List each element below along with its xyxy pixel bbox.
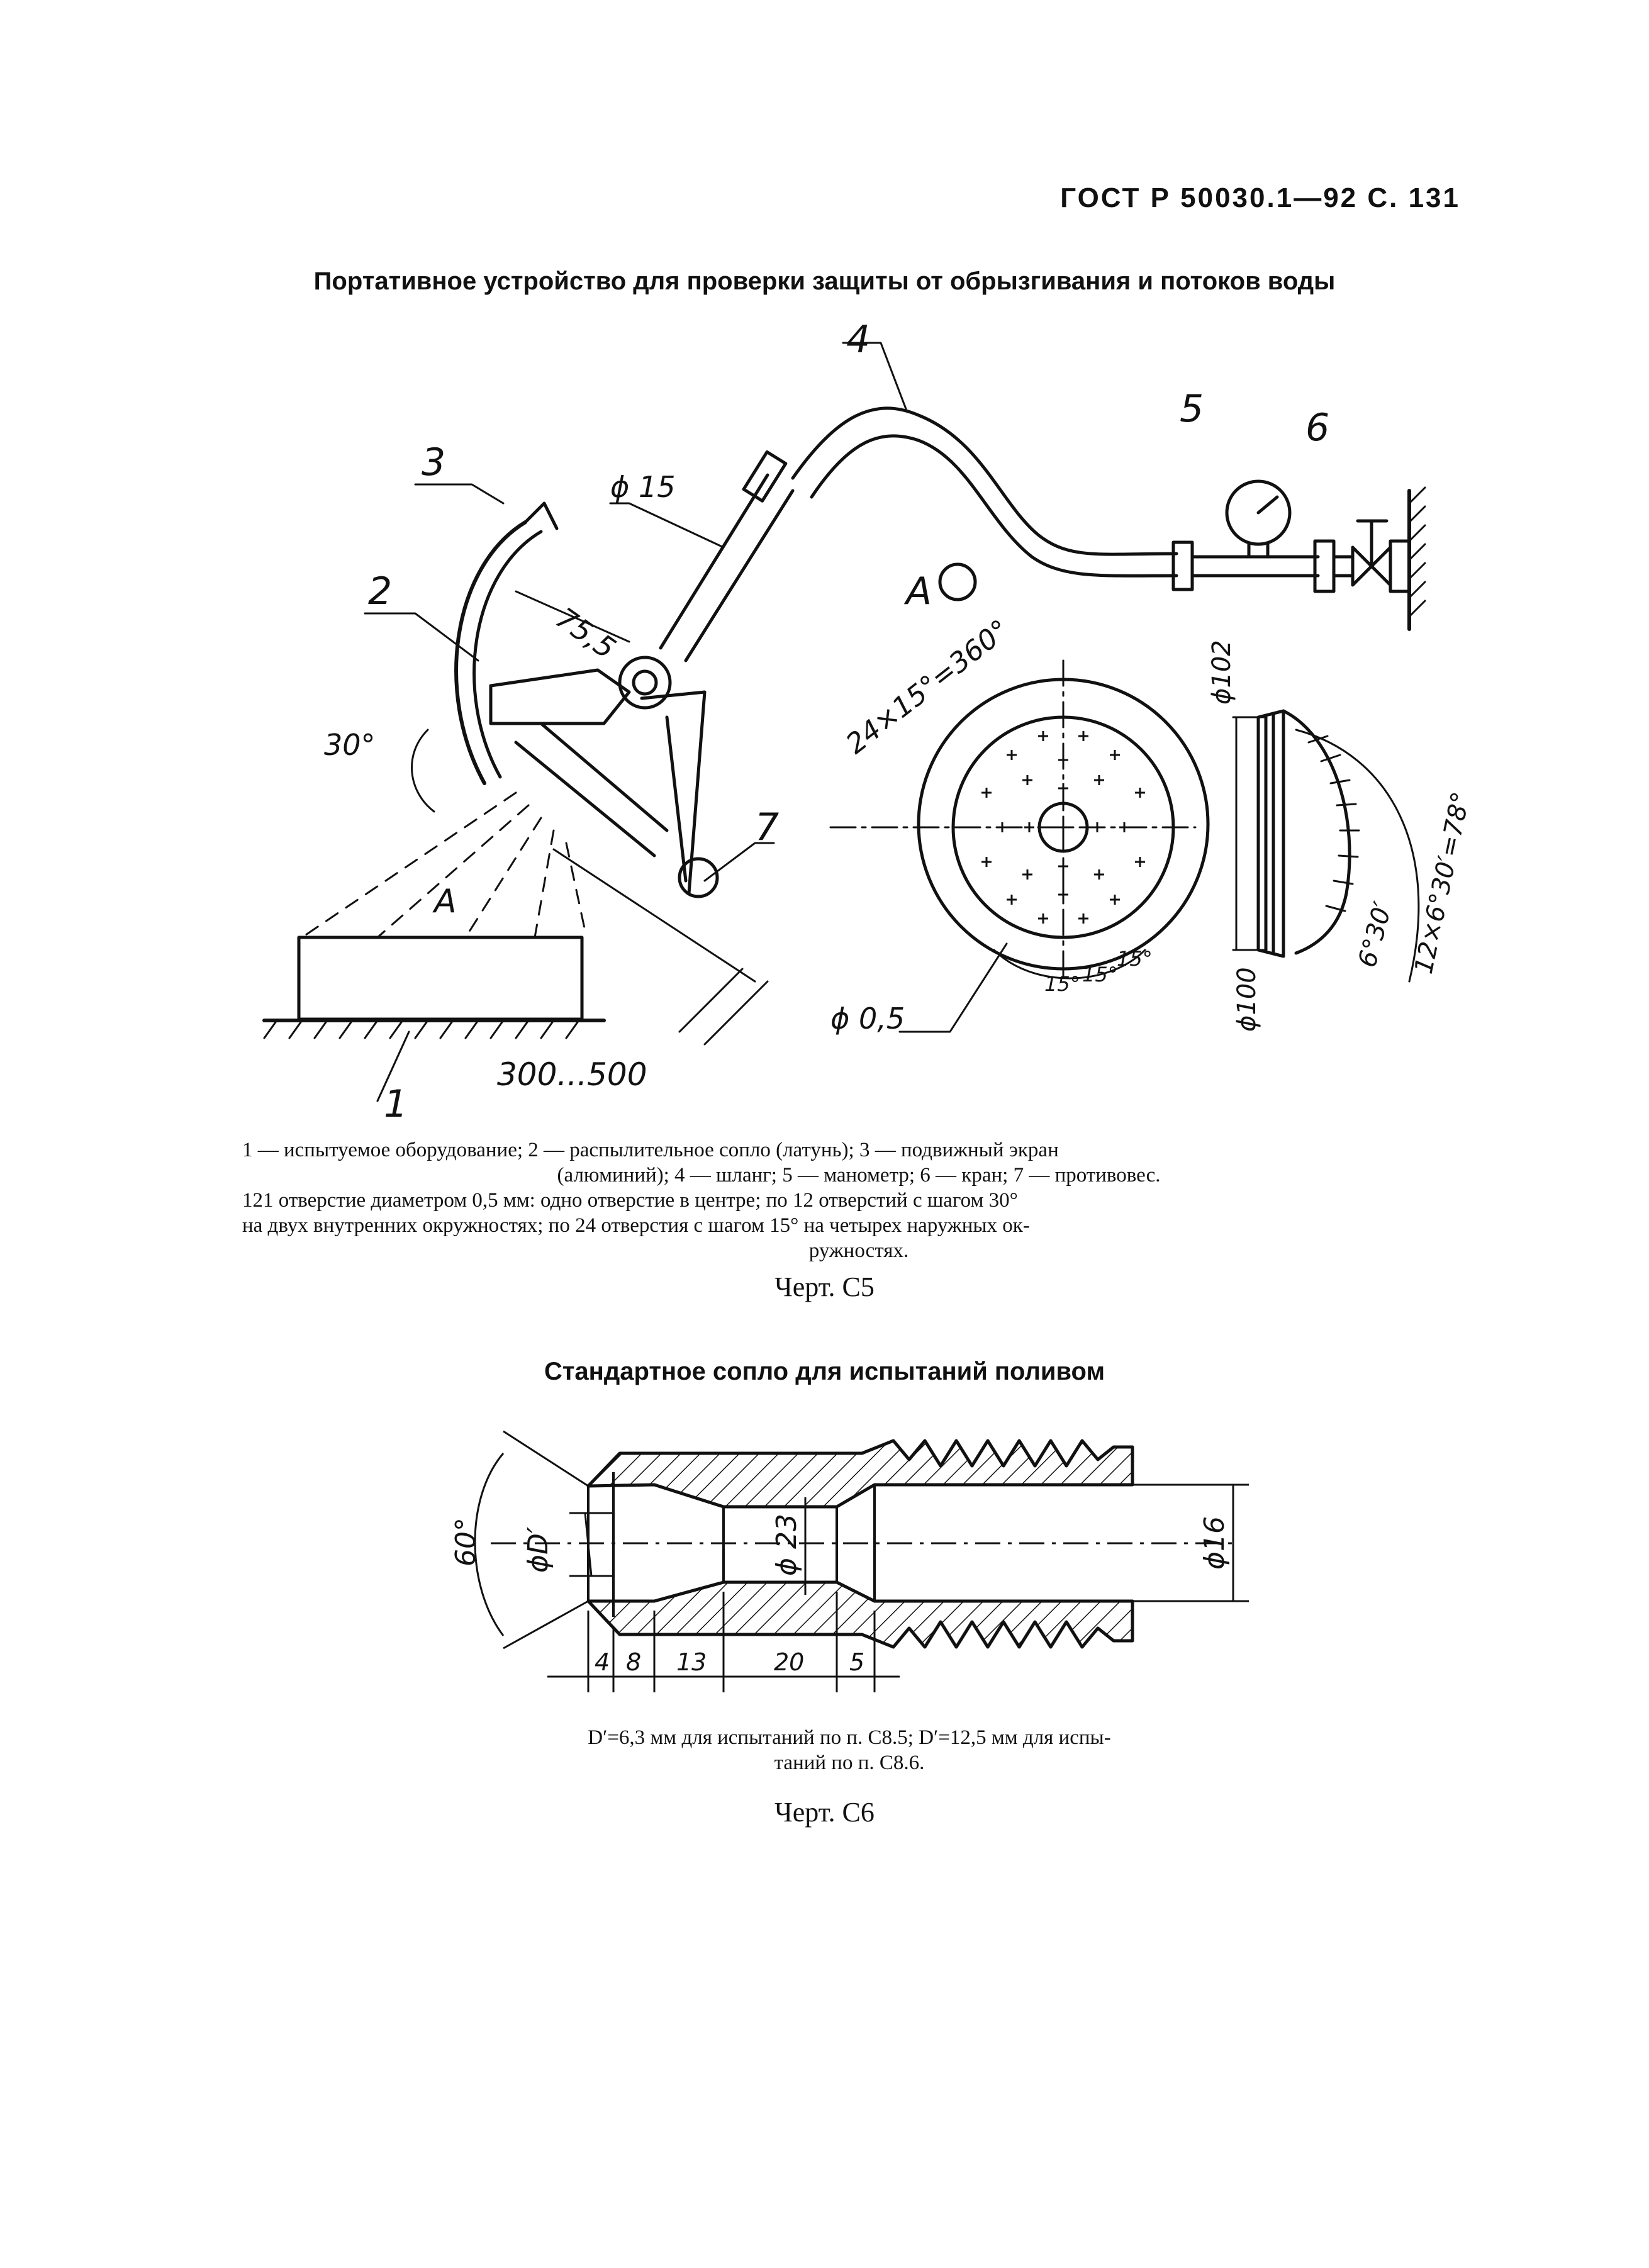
- label-angle-60: 60°: [450, 1517, 482, 1567]
- figure1-legend: 1 — испытуемое оборудование; 2 — распыли…: [242, 1137, 1475, 1263]
- nozzle-holes: [981, 731, 1145, 924]
- test-equipment: [297, 936, 584, 1021]
- label-arrow-a: A: [432, 883, 457, 920]
- legend-line-1: 1 — испытуемое оборудование; 2 — распыли…: [242, 1139, 1059, 1161]
- label-15-deg-a: 15°: [1044, 972, 1080, 996]
- label-phi102: ϕ102: [1207, 640, 1236, 705]
- figure2-drawing: 60° ϕD′ ϕ 23 ϕ16 4 8 13 20 5: [450, 1430, 1249, 1692]
- label-item-1: 1: [384, 1082, 408, 1126]
- label-phi-16: ϕ16: [1199, 1516, 1231, 1570]
- manometer: [1225, 479, 1292, 546]
- label-angle-6-30: 6°30′: [1353, 899, 1398, 971]
- label-phi-0-5: ϕ 0,5: [830, 1002, 905, 1036]
- label-item-7: 7: [755, 805, 779, 849]
- label-dim-5: 5: [849, 1648, 864, 1676]
- note-line-2: таний по п. С8.6.: [774, 1751, 925, 1774]
- movable-screen: [454, 520, 527, 785]
- label-item-6: 6: [1305, 406, 1329, 450]
- label-15-deg-c: 15°: [1117, 947, 1153, 971]
- legend-line-3: 121 отверстие диаметром 0,5 мм: одно отв…: [242, 1189, 1018, 1212]
- legend-line-4: на двух внутренних окружностях; по 24 от…: [242, 1214, 1030, 1237]
- label-15-deg-b: 15°: [1082, 963, 1118, 986]
- label-item-3: 3: [422, 440, 445, 484]
- label-angle-30: 30°: [324, 728, 376, 762]
- page-header: ГОСТ Р 50030.1—92 С. 131: [1060, 182, 1460, 213]
- label-range: 300...500: [497, 1056, 647, 1093]
- hose: [791, 406, 1178, 556]
- legend-line-5: ружностях.: [808, 1239, 909, 1262]
- view-a-mark: [938, 562, 977, 601]
- counterweight: [678, 857, 719, 898]
- label-dim-8: 8: [626, 1648, 641, 1676]
- label-phi100: ϕ100: [1233, 967, 1261, 1032]
- note-line-1: D′=6,3 мм для испытаний по п. С8.5; D′=1…: [588, 1726, 1111, 1749]
- legend-line-2: (алюминий); 4 — шланг; 5 — манометр; 6 —…: [557, 1164, 1161, 1187]
- label-dim-20: 20: [774, 1648, 804, 1676]
- label-dim-4: 4: [595, 1648, 610, 1676]
- label-angle-78: 12×6°30′=78°: [1409, 790, 1476, 976]
- nozzle-wall-top: [586, 1439, 1134, 1509]
- figure1-title: Портативное устройство для проверки защи…: [313, 267, 1336, 295]
- figure2-caption: Черт. С6: [774, 1797, 875, 1828]
- label-view-a: A: [903, 569, 932, 613]
- label-item-2: 2: [368, 569, 392, 613]
- figure1-caption: Черт. С5: [774, 1271, 875, 1302]
- label-phi-23: ϕ 23: [771, 1514, 803, 1576]
- label-dim-13: 13: [676, 1648, 707, 1676]
- label-angle-360: 24×15°=360°: [840, 613, 1015, 760]
- figure2-title: Стандартное сопло для испытаний поливом: [544, 1358, 1105, 1385]
- label-phi-d-prime: ϕD′: [522, 1527, 554, 1573]
- figure2-note: D′=6,3 мм для испытаний по п. С8.5; D′=1…: [440, 1725, 1258, 1775]
- label-item-4: 4: [846, 318, 870, 362]
- label-item-5: 5: [1180, 387, 1204, 431]
- label-phi15: ϕ 15: [610, 470, 676, 504]
- figure1-drawing: 4 5 6 3 2 7 1 ϕ 15 75,5 30° 300...500 A …: [262, 318, 1476, 1126]
- nozzle-wall-bottom: [586, 1580, 1134, 1649]
